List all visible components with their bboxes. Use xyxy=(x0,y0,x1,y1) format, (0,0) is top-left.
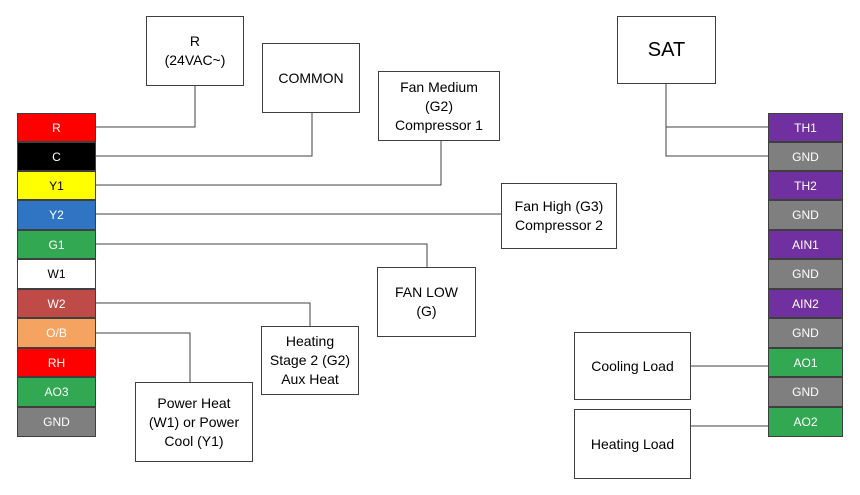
terminal-gnd: GND xyxy=(768,200,843,230)
r-24vac-box: R (24VAC~) xyxy=(146,16,244,86)
terminal-th2: TH2 xyxy=(768,171,843,200)
terminal-gnd: GND xyxy=(17,407,96,437)
heating-stage2-box: Heating Stage 2 (G2) Aux Heat xyxy=(261,326,359,395)
terminal-gnd: GND xyxy=(768,318,843,348)
terminal-ain2: AIN2 xyxy=(768,289,843,318)
terminal-ao1: AO1 xyxy=(768,348,843,377)
wire-y1 xyxy=(96,141,442,186)
terminal-ao3: AO3 xyxy=(17,377,96,407)
wire-sat-th1 xyxy=(665,84,768,128)
terminal-ao2: AO2 xyxy=(768,407,843,437)
fan-low-box: FAN LOW (G) xyxy=(377,267,476,337)
wire-c xyxy=(96,113,313,157)
wire-r xyxy=(96,70,196,128)
terminal-w2: W2 xyxy=(17,289,96,318)
fan-medium-box: Fan Medium (G2) Compressor 1 xyxy=(378,71,500,141)
wire-sat-gnd xyxy=(665,127,768,157)
power-heat-box: Power Heat (W1) or Power Cool (Y1) xyxy=(135,382,253,462)
terminal-ain1: AIN1 xyxy=(768,230,843,259)
wire-w2 xyxy=(96,302,311,326)
terminal-ob: O/B xyxy=(17,318,96,348)
fan-high-box: Fan High (G3) Compressor 2 xyxy=(501,183,617,249)
terminal-y1: Y1 xyxy=(17,171,96,200)
terminal-w1: W1 xyxy=(17,259,96,289)
terminal-r: R xyxy=(17,113,96,142)
heating-load-box: Heating Load xyxy=(574,409,691,479)
terminal-rh: RH xyxy=(17,348,96,377)
terminal-gnd: GND xyxy=(768,259,843,289)
terminal-g1: G1 xyxy=(17,230,96,259)
terminal-gnd: GND xyxy=(768,377,843,407)
wire-g1 xyxy=(96,243,428,267)
terminal-th1: TH1 xyxy=(768,113,843,142)
terminal-c: C xyxy=(17,142,96,171)
terminal-y2: Y2 xyxy=(17,200,96,230)
sat-box: SAT xyxy=(617,16,716,84)
common-box: COMMON xyxy=(262,43,360,113)
wire-ob xyxy=(96,332,191,382)
cooling-load-box: Cooling Load xyxy=(574,332,691,400)
terminal-gnd: GND xyxy=(768,142,843,171)
